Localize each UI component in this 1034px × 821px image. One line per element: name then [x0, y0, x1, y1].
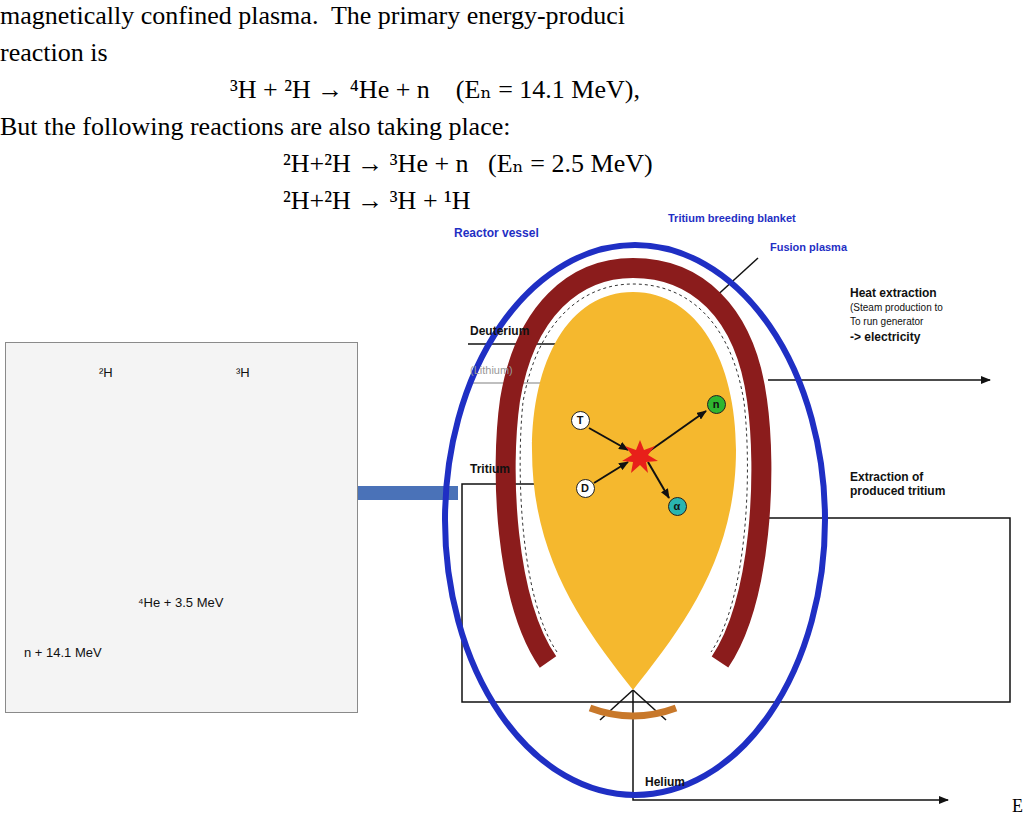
- equation-text: ³H + ²H → ⁴He + n (Eₙ = 14.1 MeV),: [230, 74, 640, 105]
- diagram-label: (Lithium): [470, 364, 513, 377]
- alpha-circle: α: [668, 497, 687, 516]
- diagram-label: -> electricity: [850, 330, 920, 344]
- circle-letter: α: [674, 501, 681, 512]
- diagram-label: Fusion plasma: [770, 241, 847, 254]
- diagram-label: Extraction of produced tritium: [850, 470, 970, 499]
- reaction-arrows: [589, 411, 706, 498]
- circle-letter: D: [581, 483, 589, 494]
- diagram-label: (Steam production to: [850, 302, 943, 314]
- equation-text: But the following reactions are also tak…: [0, 111, 510, 142]
- fusion-burst: [622, 440, 658, 473]
- reactor-vessel: [445, 245, 825, 795]
- neutron-circle: n: [707, 395, 726, 414]
- tritium-circle: T: [571, 411, 590, 430]
- circle-letter: T: [577, 415, 584, 426]
- flow-lines: [462, 258, 1010, 800]
- divertor-plate: [590, 708, 676, 716]
- equation-text: ²H+²H → ³He + n (Eₙ = 2.5 MeV): [283, 148, 653, 179]
- equation-text: magnetically confined plasma. The primar…: [0, 0, 625, 31]
- diagram-label: E: [1012, 796, 1023, 818]
- inset-label: n + 14.1 MeV: [24, 645, 102, 660]
- inset-label: ⁴He + 3.5 MeV: [138, 595, 223, 610]
- equation-text: reaction is: [0, 37, 108, 68]
- inset-label: ³H: [236, 365, 250, 380]
- diagram-label: Heat extraction: [850, 286, 937, 300]
- circle-letter: n: [713, 399, 720, 410]
- diagram-label: Deuterium: [470, 324, 529, 338]
- diagram-label: Reactor vessel: [454, 226, 539, 240]
- diagram-label: Tritium: [470, 462, 510, 476]
- inset-label: ²H: [99, 365, 113, 380]
- inset-panel: ²H ³H ⁴He + 3.5 MeV n + 14.1 MeV: [5, 342, 358, 713]
- diagram-label: Tritium breeding blanket: [668, 212, 796, 225]
- diagram-label: Helium: [645, 775, 685, 789]
- fusion-plasma: [532, 292, 736, 690]
- diagram-label: To run generator: [850, 316, 923, 328]
- deuterium-circle: D: [576, 479, 595, 498]
- equation-text: ²H+²H → ³H + ¹H: [283, 185, 471, 216]
